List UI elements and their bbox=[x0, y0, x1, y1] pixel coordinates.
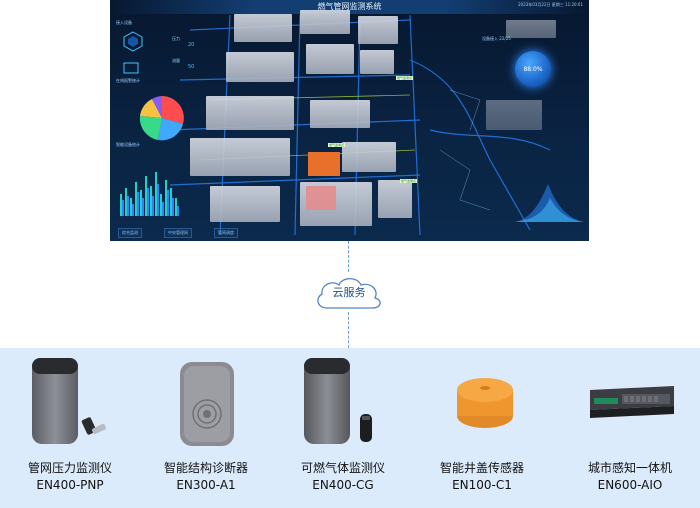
building bbox=[378, 180, 412, 218]
building bbox=[234, 14, 292, 42]
percent-gauge: 88.0% bbox=[515, 51, 551, 87]
device-model: EN100-C1 bbox=[452, 478, 512, 492]
count-label: 设备接入 22/25 bbox=[482, 36, 511, 41]
device-model: EN400-PNP bbox=[36, 478, 104, 492]
device-panel-label: 智能设备统计 bbox=[116, 142, 140, 147]
building bbox=[310, 100, 370, 128]
pie-slice bbox=[158, 118, 183, 141]
device-model: EN600-AIO bbox=[597, 478, 663, 492]
dashboard-title: 燃气管网监测系统 bbox=[317, 2, 382, 11]
pie-slice bbox=[152, 96, 162, 118]
connector-line-bottom bbox=[348, 312, 349, 348]
cloud-icon bbox=[317, 277, 381, 309]
building bbox=[360, 50, 394, 74]
device-model: EN400-CG bbox=[312, 478, 374, 492]
highlighted-building bbox=[308, 152, 340, 176]
device-model: EN300-A1 bbox=[176, 478, 236, 492]
building bbox=[486, 100, 542, 130]
building bbox=[342, 142, 396, 172]
device-name: 可燃气体监测仪 bbox=[300, 461, 385, 475]
pressure-monitor-icon bbox=[32, 358, 106, 444]
pie-slice bbox=[139, 116, 162, 140]
device-cube-icon bbox=[123, 31, 143, 52]
pie-slice bbox=[140, 99, 162, 118]
structure-diagnoser-icon bbox=[180, 362, 234, 446]
device-name: 城市感知一体机 bbox=[587, 461, 672, 475]
tab-dispatch[interactable]: 管网调度 bbox=[214, 228, 238, 238]
monitor-tag: 燃气监测点 bbox=[396, 76, 414, 80]
device-name: 管网压力监测仪 bbox=[27, 461, 112, 475]
building bbox=[210, 186, 280, 222]
tab-comprehensive[interactable]: 综合监测 bbox=[118, 228, 142, 238]
access-panel-label: 接入设备 bbox=[116, 20, 132, 25]
right-area-chart bbox=[514, 184, 584, 222]
monitor-tag: 燃气监测点 bbox=[400, 179, 418, 183]
building bbox=[306, 44, 354, 74]
device-name: 智能井盖传感器 bbox=[439, 461, 524, 475]
alarm-panel-label: 在线报警统计 bbox=[116, 78, 140, 83]
building bbox=[358, 16, 398, 44]
dashboard-screenshot: 燃气管网监测系统 2023年03月22日 星期三 11:20:01 bbox=[110, 0, 589, 241]
stat-value-2: 50 bbox=[188, 64, 195, 70]
device-bar-chart bbox=[120, 172, 179, 216]
building bbox=[226, 52, 294, 82]
monitor-tag: 燃气监测点 bbox=[328, 143, 346, 147]
connector-line-top bbox=[348, 241, 349, 272]
highlighted-building bbox=[306, 186, 336, 210]
building bbox=[206, 96, 294, 130]
city-server-icon bbox=[590, 386, 674, 418]
stat-value-1: 20 bbox=[188, 42, 195, 48]
alarm-pie-chart bbox=[139, 96, 184, 141]
pie-slice bbox=[162, 96, 184, 124]
building bbox=[190, 138, 290, 176]
gas-detector-icon bbox=[304, 358, 372, 444]
stat-label-2: 流量 bbox=[172, 58, 180, 63]
stat-label-1: 压力 bbox=[172, 36, 180, 41]
building bbox=[300, 10, 350, 34]
dashboard-title-bar bbox=[110, 0, 589, 14]
alarm-icon bbox=[123, 62, 139, 74]
tab-central-management[interactable]: 中央管理网 bbox=[164, 228, 192, 238]
dashboard-timestamp: 2023年03月22日 星期三 11:20:01 bbox=[518, 2, 583, 7]
building bbox=[506, 20, 556, 38]
cloud-service-label: 云服务 bbox=[332, 286, 366, 299]
manhole-sensor-icon bbox=[457, 378, 513, 428]
device-name: 智能结构诊断器 bbox=[163, 461, 248, 475]
